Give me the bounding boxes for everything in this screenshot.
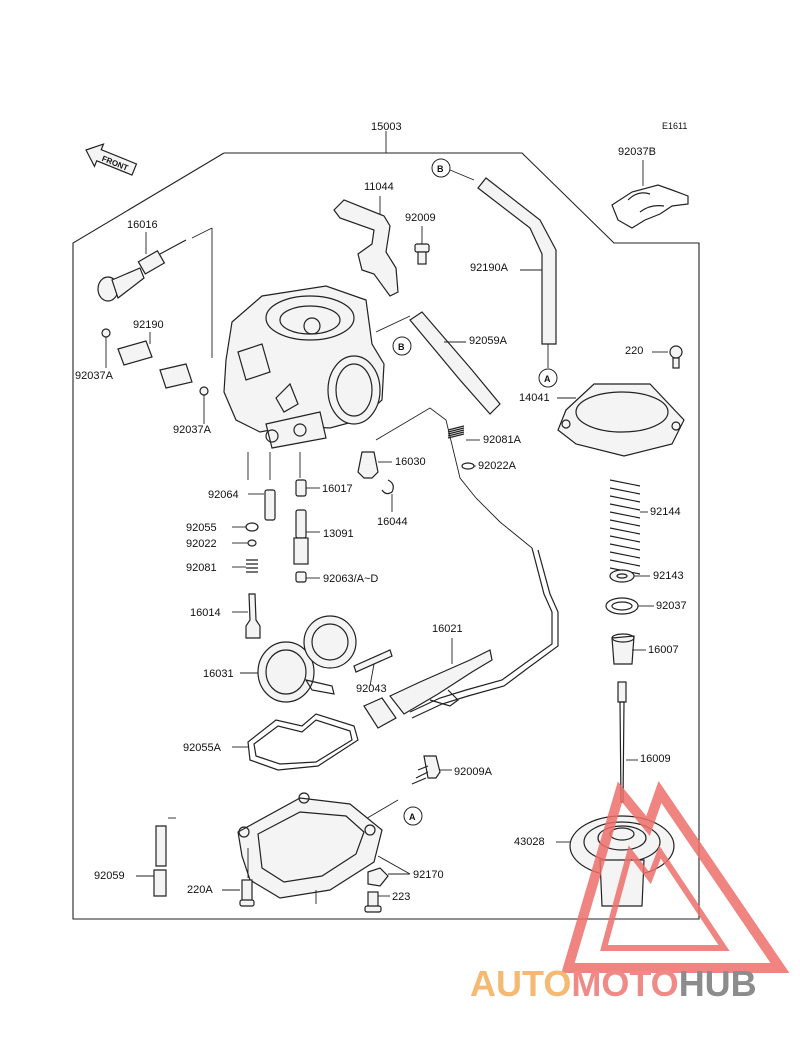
screw-drawing <box>414 226 430 265</box>
part-label-p16016: 16016 <box>127 219 158 231</box>
part-label-p92143: 92143 <box>653 570 684 582</box>
part-label-p14041: 14041 <box>519 392 550 404</box>
long-hose-drawing <box>477 177 557 368</box>
part-label-p92064: 92064 <box>208 489 239 501</box>
part-label-p13091: 13091 <box>323 528 354 540</box>
float-pin-drawing <box>353 649 393 687</box>
callout-a-right: A <box>538 368 558 388</box>
part-label-p16044: 16044 <box>377 516 408 528</box>
part-label-p92190A: 92190A <box>470 262 509 274</box>
assembly-label: 15003 <box>371 121 402 133</box>
watermark-auto: AUTO <box>470 963 571 1004</box>
part-label-p220: 220 <box>625 345 643 357</box>
watermark-moto: MOTO <box>571 963 678 1004</box>
part-label-p16031: 16031 <box>203 668 234 680</box>
svg-text:AUTOMOTOHUB: AUTOMOTOHUB <box>470 963 757 1004</box>
drain-screw-drawing <box>411 755 452 785</box>
clamp-drawing <box>611 160 689 229</box>
jet-needle-drawing <box>617 681 638 803</box>
part-label-p92009: 92009 <box>405 212 436 224</box>
part-label-p92081A: 92081A <box>483 434 522 446</box>
part-label-p92059A: 92059A <box>469 335 508 347</box>
float-drawing <box>240 615 357 703</box>
part-label-p223: 223 <box>392 891 410 903</box>
assembly-frame <box>72 131 700 920</box>
part-label-p92055A: 92055A <box>183 742 222 754</box>
throttle-lever-drawing <box>363 638 493 729</box>
callout-a-right-label: A <box>544 374 551 384</box>
part-label-p16014: 16014 <box>190 607 221 619</box>
part-label-p43028: 43028 <box>514 836 545 848</box>
callout-a-bottom: A <box>363 799 423 826</box>
part-label-p16009: 16009 <box>640 753 671 765</box>
pilot-jet-stack-drawing <box>232 452 276 639</box>
part-number-labels: 92037B11044920091601692190A9219092059A22… <box>75 146 687 903</box>
throttle-spring-drawing <box>609 479 648 575</box>
watermark-hub: HUB <box>679 963 757 1004</box>
diagram-code: E1611 <box>662 121 687 131</box>
watermark: AUTOMOTOHUB <box>470 781 790 1004</box>
callout-b-top: B <box>431 158 475 181</box>
main-jet-drawing <box>293 452 320 583</box>
vent-tube-drawing <box>136 817 176 897</box>
part-label-p92037A_1: 92037A <box>75 370 114 382</box>
bowl-clamp-drawing <box>364 855 411 913</box>
gasket-drawing <box>232 713 359 771</box>
part-label-p92190: 92190 <box>133 319 164 331</box>
part-label-p92022: 92022 <box>186 538 217 550</box>
short-hose-drawing <box>409 311 501 415</box>
bowl-screw-drawing <box>222 879 255 907</box>
part-label-p92037: 92037 <box>656 600 687 612</box>
callout-b-top-label: B <box>437 164 444 174</box>
part-label-p16021: 16021 <box>432 623 463 635</box>
small-spring-drawing <box>447 425 480 470</box>
throttle-cable-drawing <box>375 407 559 719</box>
part-label-p92022A: 92022A <box>478 460 517 472</box>
part-label-p220A: 220A <box>187 884 213 896</box>
carburetor-body-drawing <box>223 285 385 449</box>
part-label-p92009A: 92009A <box>454 766 493 778</box>
part-label-p92043: 92043 <box>356 683 387 695</box>
bracket-drawing <box>333 196 399 297</box>
part-label-p92144: 92144 <box>650 506 681 518</box>
part-label-p92081: 92081 <box>186 562 217 574</box>
retaining-clip-drawing <box>605 597 654 615</box>
part-label-p92170: 92170 <box>413 869 444 881</box>
part-label-p92037A_2: 92037A <box>173 424 212 436</box>
float-valve-drawing <box>295 451 394 512</box>
part-label-p16007: 16007 <box>648 644 679 656</box>
part-label-p11044: 11044 <box>364 181 394 193</box>
part-label-p92059: 92059 <box>94 870 125 882</box>
part-label-p16030: 16030 <box>395 456 426 468</box>
part-label-p92063: 92063/A~D <box>323 573 378 585</box>
part-label-p92055: 92055 <box>186 522 217 534</box>
spring-seat-drawing <box>609 569 650 583</box>
callout-a-bottom-label: A <box>409 812 416 822</box>
pilot-plunger-drawing <box>97 227 213 358</box>
callout-b-mid: B <box>375 315 412 356</box>
front-arrow-icon: FRONT <box>85 143 138 176</box>
callout-b-mid-label: B <box>398 342 405 352</box>
float-bowl-drawing <box>237 792 383 904</box>
part-label-p16017: 16017 <box>322 483 353 495</box>
cap-screw-drawing <box>652 345 683 369</box>
part-label-p92037B: 92037B <box>618 146 656 158</box>
needle-holder-drawing <box>611 633 646 665</box>
top-cover-drawing <box>557 383 685 457</box>
short-tubes-drawing <box>101 328 209 424</box>
watermark-triangle-icon <box>561 781 790 973</box>
